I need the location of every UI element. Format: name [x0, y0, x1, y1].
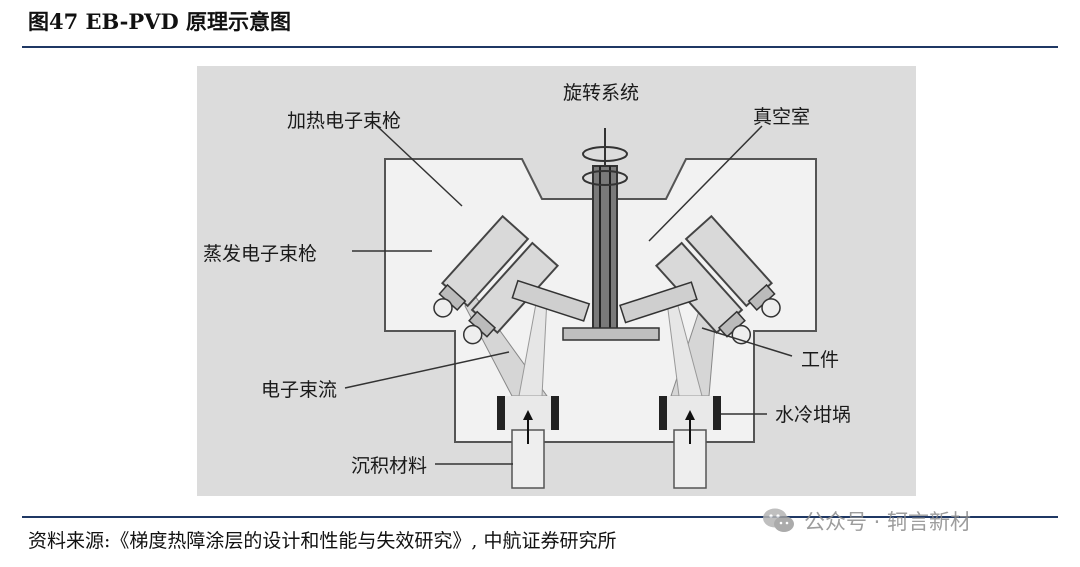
watermark: 公众号 · 轲言新材 — [762, 506, 971, 536]
label-vacuum-chamber: 真空室 — [753, 106, 811, 128]
leader-vacuum-chamber — [648, 125, 763, 242]
right-crucible — [659, 396, 721, 489]
leader-heating-gun — [376, 125, 463, 207]
label-workpiece: 工件 — [801, 349, 840, 371]
label-deposition-material: 沉积材料 — [351, 455, 428, 477]
left-crucible — [497, 396, 559, 489]
workpiece-base — [562, 327, 660, 341]
label-electron-beam: 电子束流 — [261, 379, 338, 401]
leader-workpiece — [701, 327, 793, 357]
label-evaporation-gun: 蒸发电子束枪 — [203, 243, 318, 265]
right-gun-assembly — [654, 214, 781, 345]
bottom-divider — [22, 516, 1058, 518]
rotation-arrow-top — [582, 146, 628, 162]
top-divider — [22, 46, 1058, 48]
source-note: 资料来源:《梯度热障涂层的设计和性能与失效研究》, 中航证券研究所 — [28, 530, 617, 552]
watermark-text: 公众号 · 轲言新材 — [804, 510, 972, 534]
figure-title: 图47 EB-PVD 原理示意图 — [28, 9, 292, 34]
label-water-cooled-crucible: 水冷坩埚 — [775, 404, 852, 426]
rotation-shaft — [592, 165, 618, 333]
workpiece-holder-right — [619, 281, 698, 324]
eb-pvd-diagram: 旋转系统 真空室 加热电子束枪 蒸发电子束枪 工件 电子束流 水冷坩埚 沉积材料 — [197, 66, 916, 496]
workpiece-holder-left — [511, 279, 591, 322]
wechat-icon — [762, 507, 796, 535]
leader-electron-beam — [344, 351, 510, 389]
label-rotation-system: 旋转系统 — [563, 82, 640, 104]
rotation-arrow-bottom — [582, 170, 628, 186]
label-heating-gun: 加热电子束枪 — [287, 110, 402, 132]
